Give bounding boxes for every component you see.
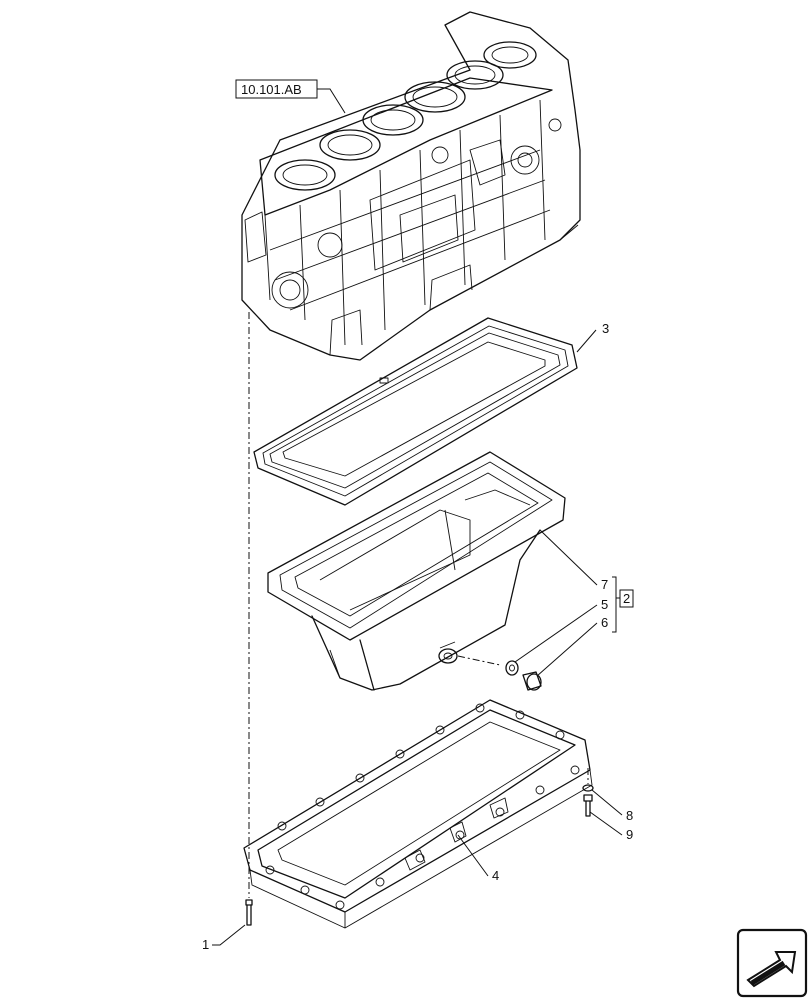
- drain-axis-line: [457, 655, 501, 666]
- oil-pan-frame: [243, 699, 593, 929]
- callout-4-leader: [457, 834, 489, 877]
- callout-1-leader: [212, 924, 246, 946]
- engine-block: [241, 11, 581, 361]
- bolt-1: [245, 899, 253, 926]
- callout-5-leader: [514, 604, 598, 663]
- callout-5[interactable]: 5: [601, 597, 608, 612]
- callout-8-leader: [591, 789, 623, 816]
- oil-pan-gasket: [253, 317, 578, 506]
- reference-leader: [317, 88, 346, 114]
- callout-3[interactable]: 3: [602, 321, 609, 336]
- bolt-9: [583, 794, 593, 817]
- callout-9-leader: [589, 811, 623, 836]
- group-label-box[interactable]: 2: [619, 589, 634, 608]
- callout-9[interactable]: 9: [626, 827, 633, 842]
- group-bracket: [612, 576, 617, 633]
- callout-3-leader: [576, 329, 597, 353]
- callout-6[interactable]: 6: [601, 615, 608, 630]
- washer-8: [582, 784, 594, 792]
- callout-7-leader: [539, 529, 598, 586]
- oil-sump: [267, 451, 566, 691]
- callout-6-leader: [536, 622, 598, 677]
- drain-plug: [522, 671, 542, 691]
- group-label-text: 2: [623, 591, 630, 606]
- drain-washer: [505, 660, 519, 676]
- callout-7[interactable]: 7: [601, 577, 608, 592]
- callout-8[interactable]: 8: [626, 808, 633, 823]
- next-page-arrow-icon[interactable]: [736, 928, 808, 998]
- reference-label[interactable]: 10.101.AB: [235, 79, 318, 99]
- reference-label-text: 10.101.AB: [241, 82, 302, 97]
- callout-4[interactable]: 4: [492, 868, 499, 883]
- callout-1[interactable]: 1: [202, 937, 209, 952]
